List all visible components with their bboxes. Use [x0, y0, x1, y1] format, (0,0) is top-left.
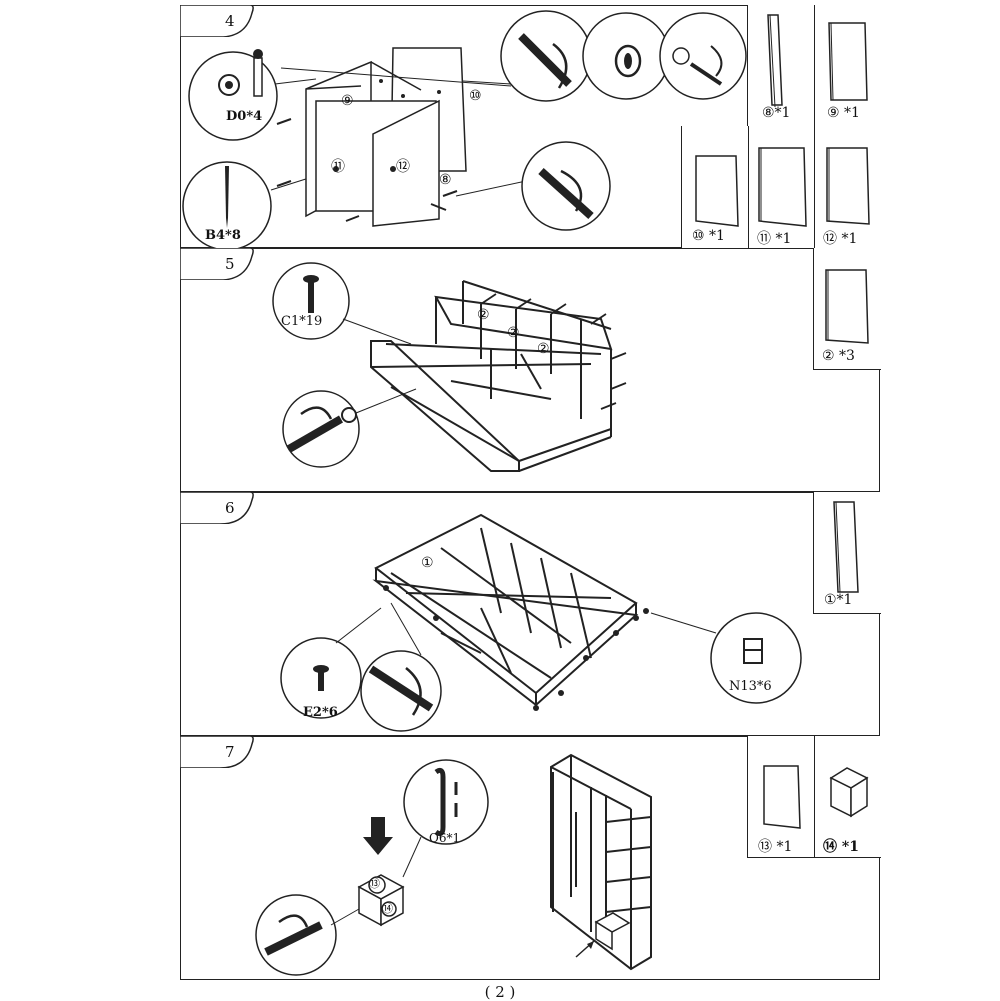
panel-callout-2a: ②	[477, 307, 490, 323]
callout-screwdriver-2	[521, 141, 611, 231]
hardware-label-c1: C1*19	[281, 314, 323, 329]
step-tab	[180, 736, 254, 768]
panel-callout-8: ⑧	[439, 172, 452, 188]
part-qty-10: ⑩ *1	[692, 228, 725, 244]
step-number: 7	[225, 743, 235, 761]
part-cell-12: ⑫ *1	[814, 126, 881, 249]
panel-callout-9: ⑨	[341, 93, 354, 109]
callout-cam-turn	[659, 12, 747, 100]
hardware-label-n13: N13*6	[729, 679, 772, 694]
step-6-illustration	[280, 513, 802, 732]
part-qty-14: ⑭ *1	[823, 839, 859, 855]
part-cell-9: ⑨ *1	[814, 5, 881, 127]
step-tab	[180, 248, 254, 280]
panel-callout-1: ①	[421, 555, 434, 571]
step-6-panel: 6	[180, 492, 881, 736]
hardware-label-q6: Q6*1	[429, 831, 461, 845]
hardware-label-d0: D0*4	[226, 109, 263, 124]
panel-callout-10: ⑩	[469, 88, 482, 104]
panel-callout-2b: ②	[507, 325, 520, 341]
part-qty-1: ①*1	[824, 592, 853, 608]
page-number: ( 2 )	[484, 983, 516, 1001]
step-number: 5	[225, 255, 235, 273]
part-qty-12: ⑫ *1	[823, 231, 858, 247]
step-number: 6	[225, 499, 235, 517]
callout-cam-lock	[188, 51, 278, 141]
step-tab	[180, 5, 254, 37]
panel-callout-14: ⑭	[382, 902, 393, 915]
part-qty-8: ⑧*1	[762, 105, 791, 121]
hardware-label-b4: B4*8	[205, 228, 241, 243]
part-qty-2: ② *3	[822, 348, 855, 364]
step-5-panel: 5	[180, 248, 881, 492]
step-number: 4	[225, 12, 235, 30]
part-qty-11: ⑪ *1	[757, 231, 792, 247]
step-tab	[180, 492, 254, 524]
panel-callout-12: ⑫	[396, 159, 410, 175]
part-cell-2: ② *3	[813, 248, 881, 370]
step-7-illustration	[255, 753, 652, 976]
callout-handle	[403, 759, 489, 845]
step-4-illustration	[182, 10, 747, 249]
step-5-illustration	[272, 262, 627, 472]
part-qty-9: ⑨ *1	[827, 105, 860, 121]
part-cell-10: ⑩ *1	[681, 126, 749, 249]
part-cell-14: ⑭ *1	[814, 736, 881, 858]
panel-callout-13: ⑬	[369, 877, 380, 890]
hardware-label-e2: E2*6	[303, 705, 338, 720]
part-cell-8: ⑧*1	[747, 5, 815, 127]
panel-callout-2c: ②	[537, 341, 550, 357]
part-qty-13: ⑬ *1	[758, 839, 793, 855]
part-cell-1: ①*1	[813, 492, 881, 614]
panel-callout-11: ⑪	[331, 159, 345, 175]
step-7-panel: 7	[180, 736, 881, 980]
part-cell-11: ⑪ *1	[748, 126, 815, 249]
step-4-panel: 4	[180, 5, 881, 249]
part-cell-13: ⑬ *1	[747, 736, 815, 858]
